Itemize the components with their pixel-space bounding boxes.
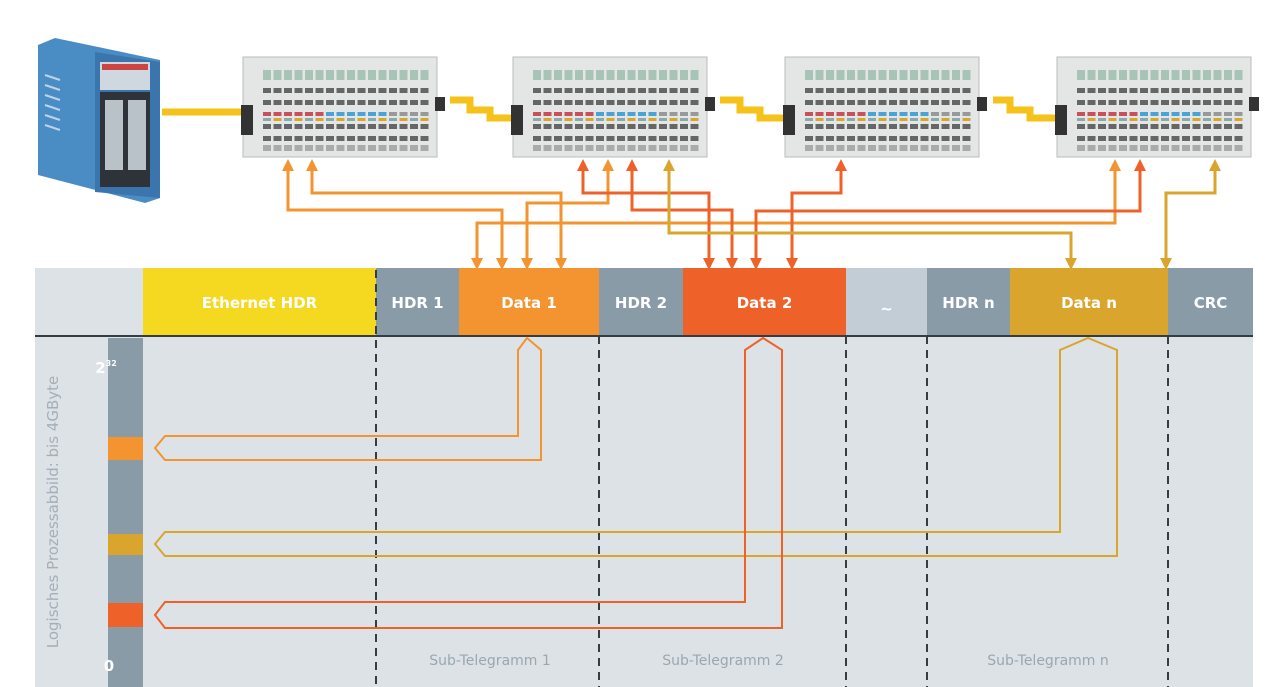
frame-segment-label: HDR 2 (615, 294, 667, 312)
frame-segment (35, 268, 143, 336)
memory-top-label: 232 (95, 359, 117, 377)
sub-telegram-1-label: Sub-Telegramm 1 (429, 653, 551, 669)
memory-bottom-label: 0 (104, 657, 114, 675)
frame-segment-label: Data 1 (501, 294, 557, 312)
mapping-lines (153, 336, 1118, 629)
frame-segment (599, 268, 683, 336)
frame-segment (927, 268, 1010, 336)
io-terminal-module-icon (783, 56, 987, 158)
ethernet-cables (162, 96, 1057, 122)
io-terminal-module-icon (241, 56, 445, 158)
frame-segment (459, 268, 599, 336)
io-terminal-module-icon (1055, 56, 1259, 158)
frame-segment-label: Ethernet HDR (202, 294, 318, 312)
frame-segment-label: Data 2 (737, 294, 793, 312)
sub-telegram-dividers (375, 270, 1169, 687)
frame-segment (376, 268, 459, 336)
memory-block-data2 (108, 603, 143, 627)
frame-segment-label: HDR n (942, 294, 994, 312)
frame-segment (1010, 268, 1168, 336)
io-terminal-module-icon (511, 56, 715, 158)
sub-telegram-n-label: Sub-Telegramm n (987, 653, 1109, 669)
frame-segment-label: Data n (1061, 294, 1117, 312)
frame-segment (1168, 268, 1253, 336)
frame-segment (683, 268, 846, 336)
frame-segment-label: ~ (880, 300, 893, 318)
memory-axis-label: Logisches Prozessabbild: bis 4GByte (44, 376, 62, 649)
frame-segment-label: HDR 1 (391, 294, 443, 312)
process-image-column (108, 338, 143, 687)
memory-block-data1 (108, 437, 143, 460)
routing-arrows (282, 159, 1221, 270)
frame-segment (143, 268, 376, 336)
frame-background (35, 268, 1253, 687)
sub-telegram-2-label: Sub-Telegramm 2 (662, 653, 784, 669)
frame-segment (846, 268, 927, 336)
industrial-pc-icon (38, 38, 160, 203)
frame-segment-label: CRC (1194, 294, 1228, 312)
memory-block-datan (108, 534, 143, 555)
